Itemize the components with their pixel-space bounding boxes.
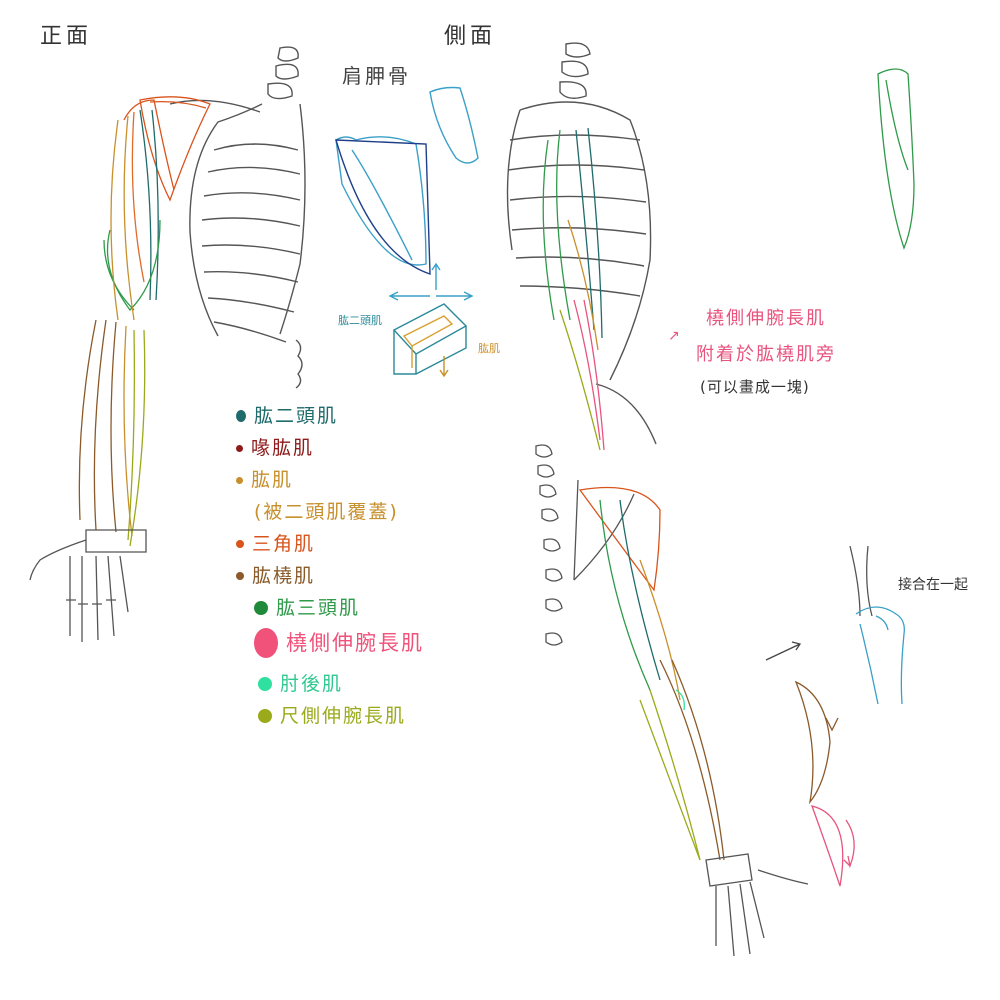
legend-label: 肱肌	[251, 469, 294, 491]
legend-dot	[254, 601, 268, 615]
legend-label: 肱橈肌	[252, 565, 316, 587]
legend-dot	[254, 628, 278, 658]
legend-item: 肱肌	[236, 468, 496, 492]
note-arrow: ↗	[668, 328, 680, 344]
legend-dot	[236, 572, 244, 580]
legend-dot	[236, 410, 246, 422]
legend-label: 肱三頭肌	[276, 597, 361, 619]
legend-label: 喙肱肌	[251, 437, 315, 459]
note-line-2: 附着於肱橈肌旁	[696, 344, 836, 365]
legend-label: 肱二頭肌	[254, 405, 339, 427]
muscle-sketch-pink	[810, 805, 855, 887]
front-view-title: 正面	[40, 24, 93, 49]
legend-item: 肱三頭肌	[254, 596, 496, 620]
front-ribcage	[169, 46, 306, 389]
scapula-label: 肩胛骨	[342, 64, 411, 88]
elbow-joint-sketch	[765, 545, 905, 705]
legend-item: 肱二頭肌	[236, 404, 496, 428]
legend-item: 橈側伸腕長肌	[254, 628, 496, 658]
front-hand	[29, 539, 129, 642]
elbow-label: 接合在一起	[898, 577, 968, 593]
box-label-biceps: 肱二頭肌	[338, 314, 382, 327]
muscle-legend: 肱二頭肌 喙肱肌 肱肌 (被二頭肌覆蓋) 三角肌 肱橈肌 肱三頭肌 橈側伸腕長肌…	[236, 404, 496, 736]
side-arm-bottom	[578, 486, 809, 957]
legend-label: 橈側伸腕長肌	[286, 631, 424, 655]
muscle-sketch-brown	[794, 680, 839, 805]
legend-item: 尺側伸腕長肌	[258, 704, 496, 728]
note-line-3: (可以畫成一塊)	[700, 378, 810, 396]
scapula-diagram	[335, 86, 479, 275]
extensor-sketch	[877, 68, 915, 250]
side-spine-bottom	[535, 444, 635, 646]
side-ribcage	[506, 42, 657, 445]
legend-label: 肘後肌	[280, 673, 344, 695]
note-line-1: 橈側伸腕長肌	[706, 308, 826, 329]
legend-label: 尺側伸腕長肌	[280, 705, 407, 727]
legend-dot	[258, 677, 272, 691]
legend-item: 肱橈肌	[236, 564, 496, 588]
front-arm	[78, 96, 211, 553]
legend-dot	[236, 476, 243, 484]
legend-item: (被二頭肌覆蓋)	[254, 500, 496, 524]
front-deltoid	[139, 96, 211, 202]
scapula-box-diagram	[388, 262, 474, 378]
legend-label: (被二頭肌覆蓋)	[254, 501, 399, 523]
legend-label: 三角肌	[252, 533, 316, 555]
side-arm-top	[542, 127, 605, 451]
legend-item: 喙肱肌	[236, 436, 496, 460]
legend-dot	[236, 540, 244, 548]
legend-item: 三角肌	[236, 532, 496, 556]
legend-dot	[258, 709, 272, 723]
legend-dot	[236, 444, 243, 452]
legend-item: 肘後肌	[258, 672, 496, 696]
side-view-title: 側面	[444, 24, 497, 49]
box-label-brachialis: 肱肌	[478, 342, 500, 355]
